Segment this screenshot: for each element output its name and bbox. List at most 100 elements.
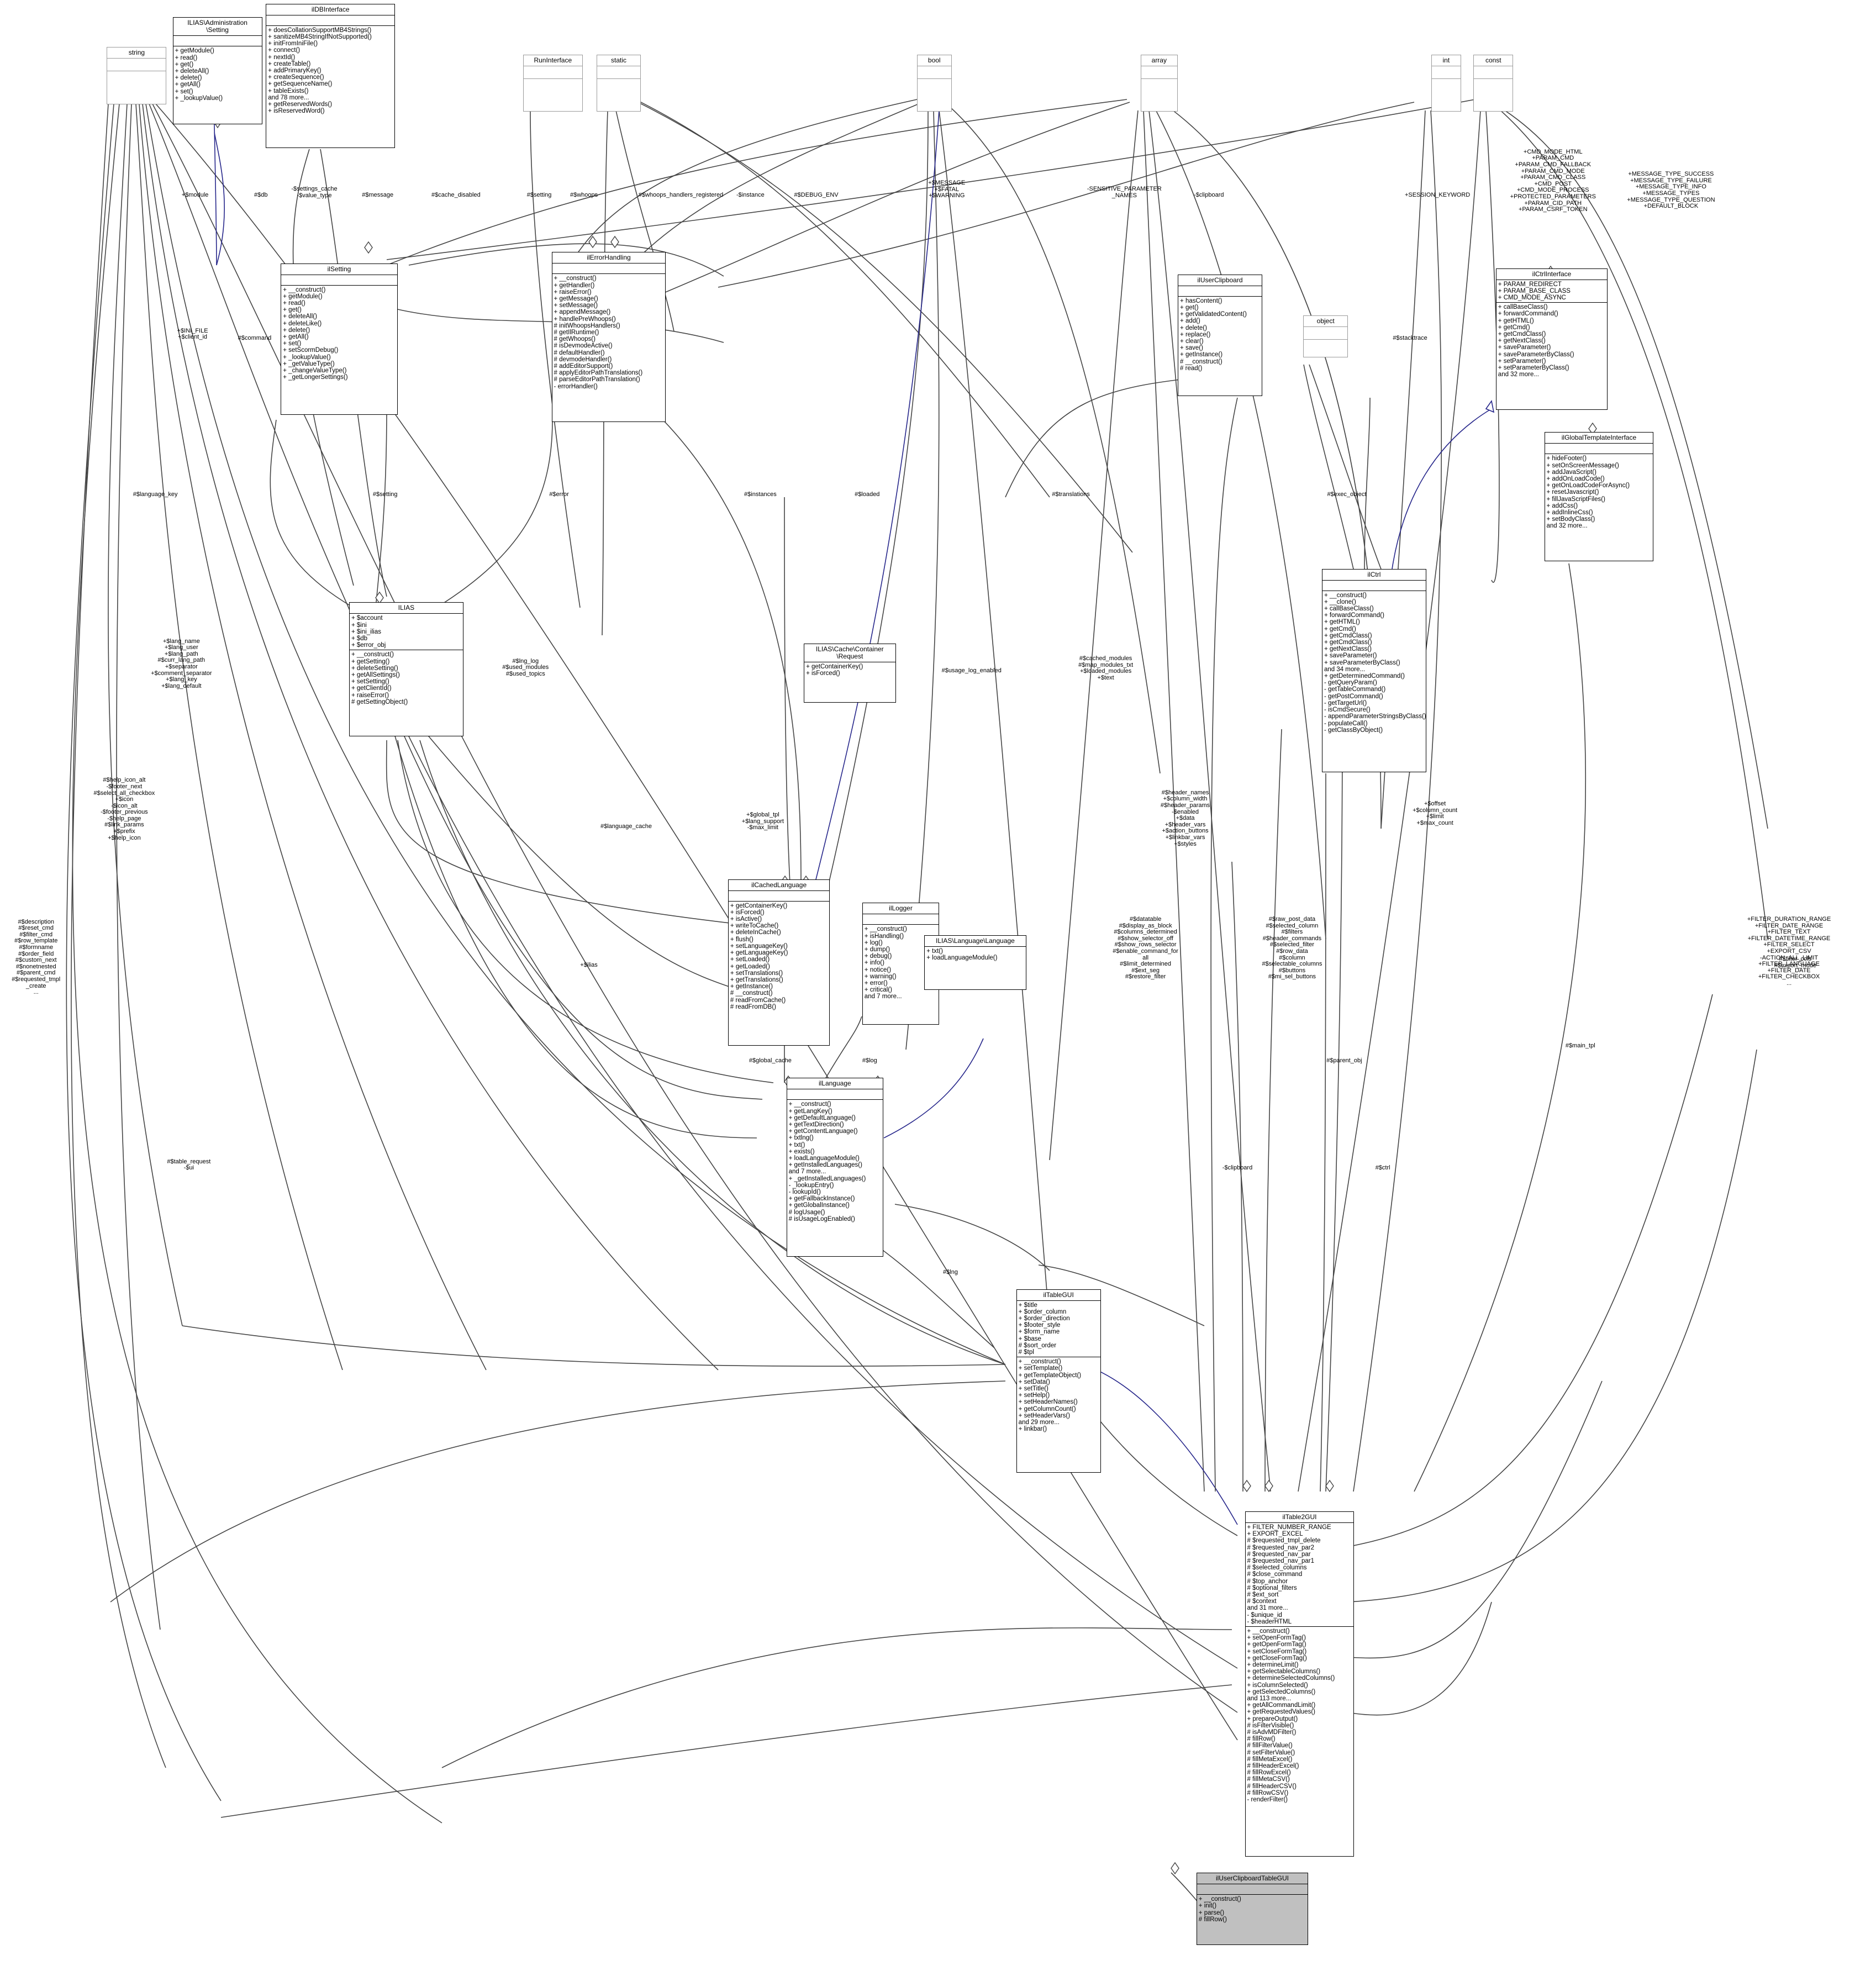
class-box-ilias-language-language[interactable]: ILIAS\Language\Language + txt()+ loadLan…	[924, 935, 1026, 990]
edge-label: #$datatable #$display_as_block #$columns…	[1113, 916, 1178, 981]
class-attrs	[107, 59, 166, 72]
class-member: + isForced()	[806, 670, 840, 677]
class-box-ilerrorhandling[interactable]: ilErrorHandling + __construct()+ getHand…	[551, 252, 666, 423]
class-member: + deleteInCache()	[730, 929, 781, 936]
class-box-iluserclipboardtablegui[interactable]: ilUserClipboardTableGUI + __construct()+…	[1196, 1873, 1309, 1945]
class-member: # $close_command	[1247, 1571, 1303, 1578]
class-box-array[interactable]: array	[1140, 54, 1178, 112]
class-box-ilias-cache-container-request[interactable]: ILIAS\Cache\Container \Request + getCont…	[804, 643, 896, 703]
class-box-ilias-administration-setting[interactable]: ILIAS\Administration \Setting + getModul…	[172, 17, 262, 124]
class-member: + txt()	[926, 947, 943, 955]
class-member: + forwardCommand()	[1324, 612, 1384, 619]
class-title: ilUserClipboard	[1178, 275, 1262, 286]
class-member: + raiseError()	[554, 288, 592, 296]
class-member: + tableExists()	[268, 87, 309, 94]
class-member: + getDeterminedCommand()	[1324, 673, 1405, 680]
class-box-object[interactable]: object	[1303, 315, 1348, 358]
class-member: + setTemplate()	[1018, 1365, 1063, 1372]
class-box-ildbinterface[interactable]: ilDBInterface + doesCollationSupportMB4S…	[266, 3, 396, 148]
class-member: + getCmdClass()	[1324, 632, 1372, 639]
class-member: + setHelp()	[1018, 1392, 1050, 1399]
class-member: + setSetting()	[351, 678, 389, 686]
class-member: + getCmdClass()	[1324, 639, 1372, 646]
class-attrs	[917, 66, 951, 79]
class-member: + _getInstalledLanguages()	[788, 1175, 866, 1182]
class-member: + __clone()	[1324, 598, 1356, 605]
class-box-iluserclipboard[interactable]: ilUserClipboard + hasContent()+ get()+ g…	[1178, 274, 1262, 397]
class-title: ilErrorHandling	[552, 252, 666, 264]
class-box-iltablegui[interactable]: ilTableGUI + $title+ $order_column+ $ord…	[1016, 1289, 1101, 1473]
class-attrs	[1197, 1884, 1308, 1895]
class-member: + isHandling()	[864, 932, 904, 940]
class-member: + getInstalledLanguages()	[788, 1162, 862, 1169]
class-member: # $requested_nav_par1	[1247, 1557, 1315, 1564]
class-member: + getAllSettings()	[351, 671, 400, 678]
class-member: + _getLongerSettings()	[283, 374, 348, 381]
edge-label: #$ctrl	[1375, 1164, 1390, 1171]
class-box-const[interactable]: const	[1473, 54, 1514, 112]
class-member: # $ext_sort	[1247, 1591, 1279, 1598]
class-member: and 32 more...	[1498, 371, 1539, 378]
class-member: + deleteLike()	[283, 320, 322, 327]
class-member: + deleteAll()	[283, 313, 317, 320]
class-box-ilctrl[interactable]: ilCtrl + __construct()+ __clone()+ callB…	[1321, 568, 1426, 773]
class-box-ilcachedlanguage[interactable]: ilCachedLanguage + getContainerKey()+ is…	[728, 879, 830, 1046]
class-member: + getLanguageKey()	[730, 950, 788, 957]
class-member: # readFromCache()	[730, 997, 786, 1004]
class-title: static	[597, 55, 641, 66]
class-member: + isForced()	[730, 909, 765, 916]
class-member: + $ini_ilias	[351, 628, 381, 635]
class-member: + set()	[283, 340, 302, 347]
class-box-illanguage[interactable]: ilLanguage + __construct()+ getLangKey()…	[786, 1078, 884, 1257]
class-member: + nextId()	[268, 54, 296, 61]
class-member: # $tpl	[1018, 1348, 1034, 1356]
class-member: + $db	[351, 635, 368, 642]
class-member: + getModule()	[175, 48, 214, 55]
class-box-iltable2gui[interactable]: ilTable2GUI + FILTER_NUMBER_RANGE+ EXPOR…	[1245, 1511, 1355, 1857]
class-box-ilias[interactable]: ILIAS + $account+ $ini+ $ini_ilias+ $db+…	[349, 602, 463, 737]
class-member: # fillMetaExcel()	[1247, 1756, 1293, 1763]
class-box-ilctrlinterface[interactable]: ilCtrlInterface + PARAM_REDIRECT+ PARAM_…	[1495, 268, 1608, 410]
class-title: bool	[917, 55, 951, 66]
class-title: ilLanguage	[787, 1078, 883, 1090]
class-ops: + __construct()+ isHandling()+ log()+ du…	[863, 925, 939, 1001]
class-member: + callBaseClass()	[1324, 605, 1374, 613]
class-member: + delete()	[175, 75, 202, 82]
class-box-ilglobaltemplateinterface[interactable]: ilGlobalTemplateInterface + hideFooter()…	[1544, 432, 1654, 562]
class-member: + getSequenceName()	[268, 81, 333, 88]
class-ops: + __construct()+ getSetting()+ deleteSet…	[350, 650, 463, 707]
class-member: # addEditorSupport()	[554, 363, 613, 370]
class-member: + log()	[864, 939, 883, 946]
class-member: + isActive()	[730, 916, 762, 923]
class-attrs	[266, 15, 395, 26]
edge-label: #$log	[862, 1057, 877, 1064]
class-member: + $error_obj	[351, 642, 386, 649]
class-box-string[interactable]: string	[107, 47, 167, 104]
class-box-static[interactable]: static	[596, 54, 641, 112]
class-attrs: + $title+ $order_column+ $order_directio…	[1016, 1301, 1100, 1358]
class-box-bool[interactable]: bool	[916, 54, 952, 112]
class-box-runinterface[interactable]: RunInterface	[523, 54, 583, 112]
class-attrs	[281, 275, 397, 286]
class-member: + __construct()	[283, 286, 326, 293]
class-member: + __construct()	[864, 926, 907, 933]
class-title: ILIAS	[349, 603, 463, 614]
class-member: + __construct()	[351, 651, 394, 658]
class-title: ilTable2GUI	[1245, 1512, 1354, 1523]
edge-label: #$global_cache	[749, 1057, 792, 1064]
edge-label: #$instances	[744, 491, 777, 498]
class-box-int[interactable]: int	[1431, 54, 1461, 112]
class-member: # isFilterVisible()	[1247, 1722, 1294, 1729]
class-member: - _lookupEntry()	[788, 1182, 834, 1189]
class-member: + saveParameter()	[1498, 344, 1551, 351]
edge-label: #$message	[362, 192, 394, 199]
edge-label: +$offset +$column_count +$limit +$max_co…	[1413, 800, 1458, 826]
class-title: ILIAS\Administration \Setting	[173, 18, 262, 36]
class-member: + __construct()	[788, 1101, 831, 1108]
class-title: ilCtrl	[1322, 570, 1426, 581]
class-ops: + txt()+ loadLanguageModule()	[925, 947, 1025, 962]
class-member: + PARAM_BASE_CLASS	[1498, 287, 1571, 294]
class-member: # __construct()	[730, 990, 773, 997]
class-member: + info()	[864, 960, 884, 967]
class-box-ilsetting[interactable]: ilSetting + __construct()+ getModule()+ …	[281, 263, 398, 415]
